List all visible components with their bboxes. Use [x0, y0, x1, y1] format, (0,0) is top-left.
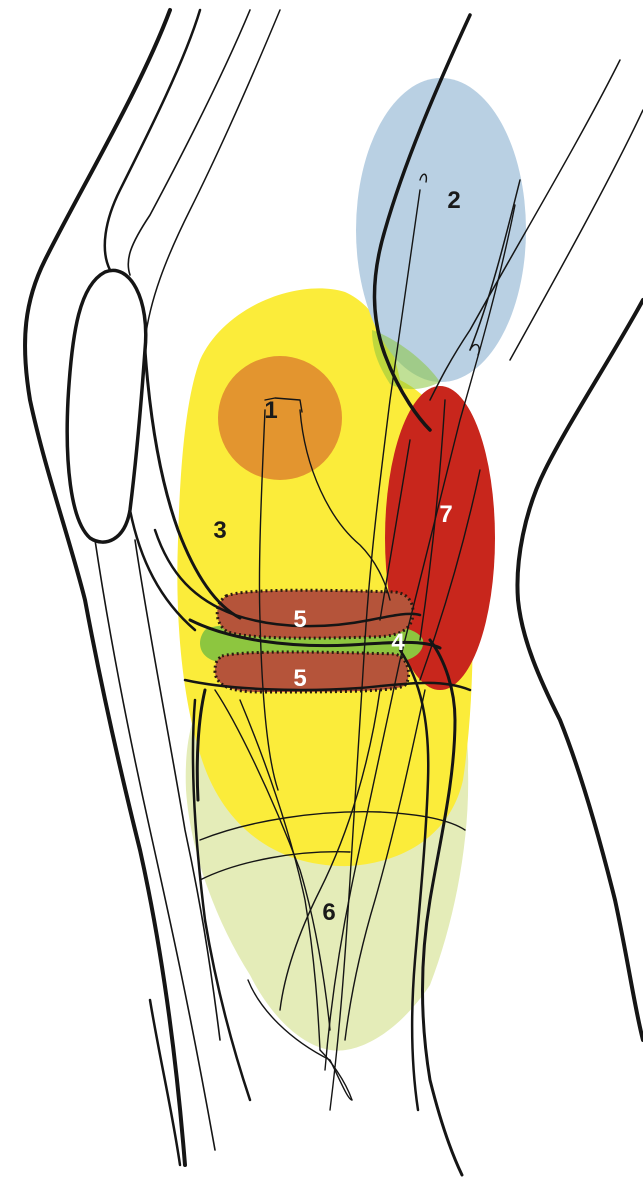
- zone-5-upper-label: 5: [293, 606, 306, 633]
- zone-3-label: 3: [213, 517, 226, 544]
- zone-7-label: 7: [439, 501, 452, 528]
- zone-4-label: 4: [391, 629, 405, 656]
- zone-6-label: 6: [322, 899, 335, 926]
- zone-2-label: 2: [447, 187, 460, 214]
- zone-5-lower-label: 5: [293, 665, 306, 692]
- zone-1: [218, 356, 342, 480]
- zone-1-label: 1: [264, 397, 277, 424]
